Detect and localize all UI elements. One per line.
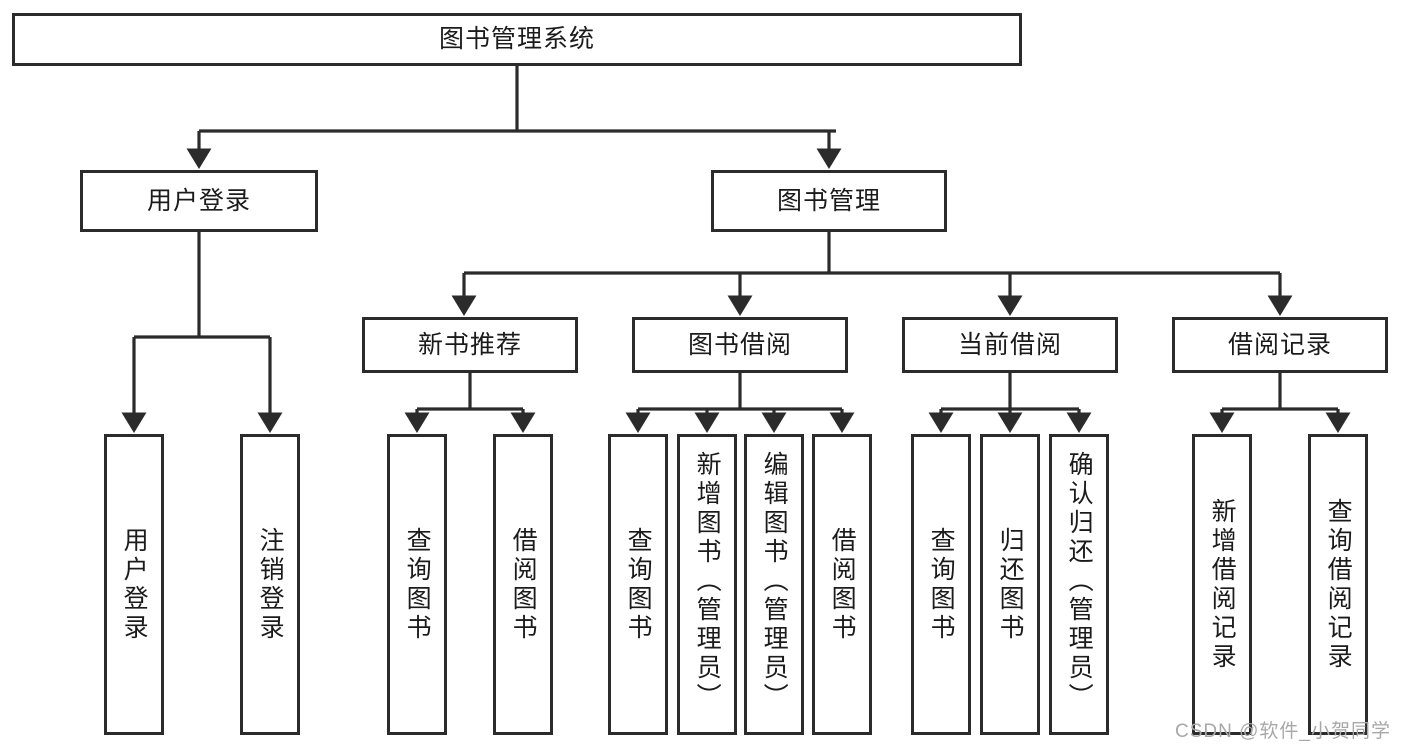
leaf-query-book-1-label: 查询图书 [403,526,432,643]
node-borrow-record[interactable]: 借阅记录 [1172,317,1388,373]
leaf-confirm-return-admin-label: 确认归还（管理员） [1065,451,1094,712]
leaf-logout[interactable]: 注销登录 [240,434,300,735]
leaf-edit-book-admin-label: 编辑图书（管理员） [760,451,789,712]
leaf-edit-book-admin[interactable]: 编辑图书（管理员） [744,434,804,735]
node-user-login-label: 用户登录 [146,186,251,215]
leaf-query-book-3[interactable]: 查询图书 [911,434,971,735]
leaf-borrow-book-2-label: 借阅图书 [828,526,857,643]
leaf-borrow-book-1-label: 借阅图书 [509,526,538,643]
leaf-add-borrow-record[interactable]: 新增借阅记录 [1192,434,1252,735]
node-book-borrow-label: 图书借阅 [687,330,792,359]
node-borrow-record-label: 借阅记录 [1227,330,1332,359]
leaf-query-borrow-record[interactable]: 查询借阅记录 [1308,434,1368,735]
node-book-management[interactable]: 图书管理 [711,170,947,232]
node-current-borrow[interactable]: 当前借阅 [902,317,1118,373]
leaf-user-login-label: 用户登录 [120,526,149,643]
leaf-return-book[interactable]: 归还图书 [980,434,1040,735]
node-current-borrow-label: 当前借阅 [957,330,1062,359]
leaf-return-book-label: 归还图书 [996,526,1025,643]
leaf-borrow-book-2[interactable]: 借阅图书 [812,434,872,735]
leaf-confirm-return-admin[interactable]: 确认归还（管理员） [1049,434,1109,735]
csdn-watermark: CSDN @软件_小贺同学 [1175,721,1391,742]
leaf-add-book-admin-label: 新增图书（管理员） [693,451,722,712]
leaf-add-book-admin[interactable]: 新增图书（管理员） [677,434,737,735]
node-root-label: 图书管理系统 [438,25,595,54]
leaf-query-book-3-label: 查询图书 [927,526,956,643]
leaf-query-borrow-record-label: 查询借阅记录 [1324,497,1353,672]
leaf-borrow-book-1[interactable]: 借阅图书 [493,434,553,735]
leaf-add-borrow-record-label: 新增借阅记录 [1208,497,1237,672]
node-new-book-recommend-label: 新书推荐 [417,330,522,359]
node-user-login[interactable]: 用户登录 [80,170,318,232]
node-book-borrow[interactable]: 图书借阅 [632,317,848,373]
leaf-query-book-2-label: 查询图书 [624,526,653,643]
node-book-management-label: 图书管理 [776,186,881,215]
leaf-logout-label: 注销登录 [256,526,285,643]
leaf-query-book-2[interactable]: 查询图书 [608,434,668,735]
leaf-user-login[interactable]: 用户登录 [104,434,164,735]
node-root[interactable]: 图书管理系统 [12,13,1022,66]
leaf-query-book-1[interactable]: 查询图书 [387,434,447,735]
node-new-book-recommend[interactable]: 新书推荐 [362,317,578,373]
